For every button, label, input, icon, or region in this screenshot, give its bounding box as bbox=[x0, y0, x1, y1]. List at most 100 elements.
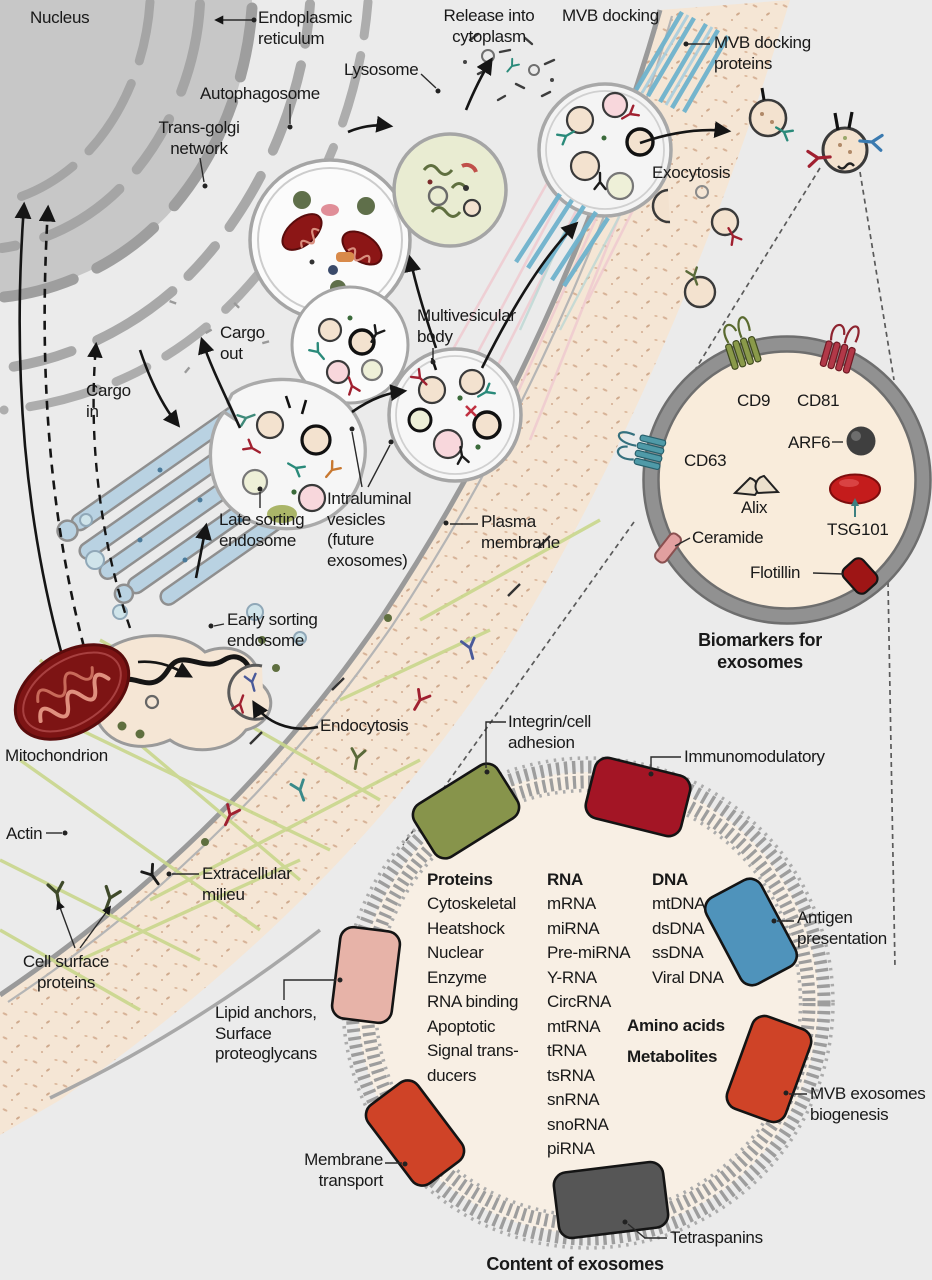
clathrin-squiggle bbox=[107, 654, 253, 695]
label-flotillin: Flotillin bbox=[750, 563, 801, 582]
rna-item: miRNA bbox=[547, 919, 600, 938]
cargo-out-arrow bbox=[198, 336, 242, 429]
mvb-docking-proteins-stripes-top bbox=[634, 10, 730, 114]
cd81-protein bbox=[819, 323, 860, 374]
leader-dots-content bbox=[337, 769, 789, 1225]
proteins-item: RNA binding bbox=[427, 992, 519, 1011]
rna-item: piRNA bbox=[547, 1139, 595, 1158]
biomarker-vesicle bbox=[616, 316, 932, 625]
early-sorting-endosome bbox=[78, 634, 273, 752]
label-tsg101: TSG101 bbox=[827, 520, 889, 539]
column-header-rna: RNA bbox=[547, 870, 583, 889]
lipid-anchors-protein bbox=[330, 925, 402, 1025]
cd9-protein bbox=[723, 316, 762, 370]
label-mvb-exosomes-biogenesis: MVB exosomes biogenesis bbox=[810, 1084, 926, 1124]
proteins-item: Apoptotic bbox=[427, 1017, 496, 1036]
cargo-in-arrow bbox=[138, 349, 181, 428]
label-early-sorting-endosome: Early sorting endosome bbox=[227, 610, 318, 650]
nucleus bbox=[0, 0, 258, 303]
label-membrane-transport: Membrane transport bbox=[304, 1150, 383, 1190]
mvb-biogenesis-protein bbox=[725, 1014, 813, 1124]
autophagosome-vesicle-lobe bbox=[290, 285, 410, 405]
rna-item: Y-RNA bbox=[547, 968, 597, 987]
lysosome bbox=[392, 132, 508, 248]
proteins-item: Enzyme bbox=[427, 968, 487, 987]
label-late-sorting-endosome: Late sorting endosome bbox=[219, 510, 305, 550]
proteins-item: Nuclear bbox=[427, 943, 484, 962]
label-cd81: CD81 bbox=[797, 391, 840, 410]
multivesicular-body bbox=[387, 347, 523, 483]
label-cd9: CD9 bbox=[737, 391, 771, 410]
integrin-protein bbox=[411, 762, 521, 860]
label-cell-surface-proteins: Cell surface proteins bbox=[22, 952, 110, 992]
label-intraluminal-vesicles: Intraluminal vesicles (future exosomes) bbox=[327, 489, 412, 571]
rna-item: CircRNA bbox=[547, 992, 612, 1011]
magnification-lines bbox=[402, 167, 896, 969]
label-amino-acids: Amino acids bbox=[627, 1016, 725, 1035]
label-actin: Actin bbox=[6, 824, 43, 843]
rna-item: tsRNA bbox=[547, 1066, 595, 1085]
label-alix: Alix bbox=[741, 498, 768, 517]
proteins-item: ducers bbox=[427, 1066, 477, 1085]
label-ceramide: Ceramide bbox=[692, 528, 764, 547]
label-cargo-in: Cargo in bbox=[86, 381, 131, 421]
label-mvb-docking: MVB docking bbox=[562, 6, 659, 25]
label-mitochondrion: Mitochondrion bbox=[5, 746, 108, 765]
recycling-arrows bbox=[14, 201, 132, 663]
traffic-arrows bbox=[137, 57, 732, 730]
proteins-item: Cytoskeletal bbox=[427, 894, 516, 913]
label-trans-golgi-network: Trans-golgi network bbox=[158, 118, 240, 158]
exocytosis-arrow bbox=[639, 121, 732, 145]
flotillin-patch bbox=[841, 557, 879, 595]
label-tetraspanins: Tetraspanins bbox=[670, 1228, 763, 1247]
label-release-into-cytoplasm: Release into cytoplasm bbox=[443, 6, 535, 46]
biomarker-leaders bbox=[674, 441, 856, 575]
column-header-dna: DNA bbox=[652, 870, 688, 889]
exocytosis-vesicles bbox=[651, 87, 795, 309]
label-endocytosis: Endocytosis bbox=[320, 716, 409, 735]
ceramide-patch bbox=[654, 532, 682, 564]
label-lysosome: Lysosome bbox=[344, 60, 419, 79]
content-leaders bbox=[283, 721, 807, 1239]
endocytosis-arrow bbox=[252, 700, 319, 730]
rna-item: mRNA bbox=[547, 894, 596, 913]
proteins-item: Heatshock bbox=[427, 919, 505, 938]
mitochondrion bbox=[13, 643, 131, 741]
biomarkers-title: Biomarkers for exosomes bbox=[698, 630, 822, 672]
release-debris bbox=[463, 32, 556, 102]
label-metabolites: Metabolites bbox=[627, 1047, 718, 1066]
label-immunomodulatory: Immunomodulatory bbox=[684, 747, 825, 766]
label-plasma-membrane: Plasma membrane bbox=[481, 512, 560, 552]
rna-item: tRNA bbox=[547, 1041, 587, 1060]
rna-item: Pre-miRNA bbox=[547, 943, 631, 962]
dna-item: Viral DNA bbox=[652, 968, 724, 987]
rna-item: mtRNA bbox=[547, 1017, 601, 1036]
rna-item: snoRNA bbox=[547, 1115, 609, 1134]
content-title: Content of exosomes bbox=[486, 1254, 664, 1274]
label-extracellular-milieu: Extracellular milieu bbox=[202, 864, 292, 904]
membrane-transport-protein bbox=[364, 1079, 466, 1187]
antigen-presentation-protein bbox=[703, 877, 799, 987]
cell-leaders bbox=[46, 15, 710, 949]
label-cd63: CD63 bbox=[684, 451, 727, 470]
actin-filaments bbox=[0, 518, 601, 1012]
rna-item: snRNA bbox=[547, 1090, 600, 1109]
content-vesicle bbox=[283, 721, 835, 1250]
proteins-item: Signal trans- bbox=[427, 1041, 519, 1060]
cd63-protein bbox=[616, 431, 667, 471]
label-endoplasmic-reticulum: Endoplasmic reticulum bbox=[258, 8, 353, 48]
alix-wedges bbox=[732, 474, 781, 497]
membrane-surface-proteins bbox=[46, 535, 551, 914]
late-sorting-endosome bbox=[208, 377, 367, 531]
exosome-highlight bbox=[806, 111, 884, 174]
label-multivesicular-body: Multivesicular body bbox=[417, 306, 516, 346]
immunomodulatory-protein bbox=[584, 756, 692, 838]
dna-item: mtDNA bbox=[652, 894, 706, 913]
mvb-docking-site bbox=[514, 10, 730, 288]
label-cargo-out: Cargo out bbox=[220, 323, 265, 363]
column-header-proteins: Proteins bbox=[427, 870, 493, 889]
label-arf6: ARF6 bbox=[788, 433, 831, 452]
